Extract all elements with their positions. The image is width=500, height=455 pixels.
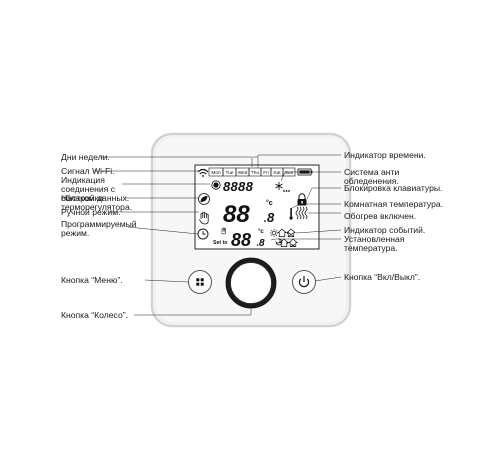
holiday-icon — [288, 238, 298, 247]
label-time-indicator: Индикатор времени. — [344, 150, 426, 160]
label-room-temperature: Комнатная температура. — [344, 199, 444, 209]
day-label: Mon — [211, 170, 221, 176]
label-set-temperature: Установленная температура. — [344, 234, 405, 253]
snowflake-icon — [275, 182, 283, 190]
set-temp-digits: 88 — [231, 230, 251, 250]
day-label: Sun — [285, 170, 294, 176]
day-label: Tue — [225, 170, 233, 176]
label-cloud-connection: Индикация соединения с облаком данных. — [61, 175, 130, 203]
cloud-dot-icon — [211, 180, 221, 190]
label-days-of-week: Дни недели. — [61, 152, 110, 162]
leaf-icon — [198, 193, 210, 205]
leader-antifreeze — [280, 171, 341, 182]
leader-power — [314, 276, 342, 282]
room-temp-decimal-point — [264, 220, 266, 222]
label-manual-mode: Ручной режим. — [61, 207, 121, 217]
wifi-icon — [197, 168, 209, 177]
label-programmable-mode: Программируемый режим. — [61, 219, 137, 238]
wheel-knob[interactable] — [225, 257, 277, 309]
room-temp-digits: 88 — [223, 201, 250, 228]
label-heating-on: Обогрев включен. — [344, 211, 417, 221]
small-hand-icon — [220, 227, 226, 235]
leader-days — [100, 156, 253, 167]
label-keypad-lock: Блокировка клавиатуры. — [344, 183, 443, 193]
label-thermostat-settings: Настройки терморегулятора. — [61, 193, 133, 212]
set-to-label: Set to — [213, 240, 227, 246]
heat-waves-icon — [295, 206, 308, 220]
lcd-screen — [194, 164, 320, 250]
power-button[interactable] — [292, 270, 316, 294]
leader-wheel — [134, 308, 252, 316]
leader-lines — [93, 154, 342, 316]
room-temp-unit: °c — [266, 199, 273, 207]
hand-icon — [199, 211, 209, 225]
label-event-indicator: Индикатор событий. — [344, 225, 426, 235]
set-temp-unit: °c — [258, 229, 264, 235]
room-temp-decimal: 8 — [267, 210, 275, 225]
set-temp-decimal: 8 — [259, 238, 265, 249]
day-label: Sat — [273, 170, 281, 176]
leader-room-temp — [291, 203, 341, 209]
leader-events — [295, 229, 342, 234]
leader-lock — [306, 187, 341, 200]
menu-button[interactable] — [188, 270, 212, 294]
home-icon — [277, 228, 287, 237]
snowflake-level-dots — [283, 190, 290, 192]
label-menu-button: Кнопка “Меню”. — [61, 275, 123, 285]
leader-set-temp — [270, 238, 341, 241]
leader-menu — [144, 279, 189, 283]
day-label: Wed — [238, 170, 248, 176]
event-icons — [270, 228, 298, 247]
label-wheel-button: Кнопка “Колесо”. — [61, 310, 128, 320]
thermometer-icon — [289, 208, 293, 220]
leader-program — [127, 226, 199, 235]
day-label: Fri — [263, 170, 269, 176]
device-inner-rim — [154, 136, 348, 324]
away-icon — [286, 228, 296, 237]
sun-icon — [271, 230, 277, 236]
power-icon — [298, 276, 310, 288]
clock-digits: 8888 — [223, 179, 254, 194]
set-temp-decimal-point — [256, 244, 259, 246]
label-wifi-signal: Сигнал Wi-Fi. — [61, 166, 115, 176]
grid-icon — [196, 278, 204, 286]
label-power-button: Кнопка “Вкл/Выкл”. — [344, 272, 421, 282]
day-label: Thu — [251, 170, 260, 176]
label-anti-freeze: Система анти обледенения. — [344, 167, 400, 186]
leader-time — [257, 154, 341, 168]
